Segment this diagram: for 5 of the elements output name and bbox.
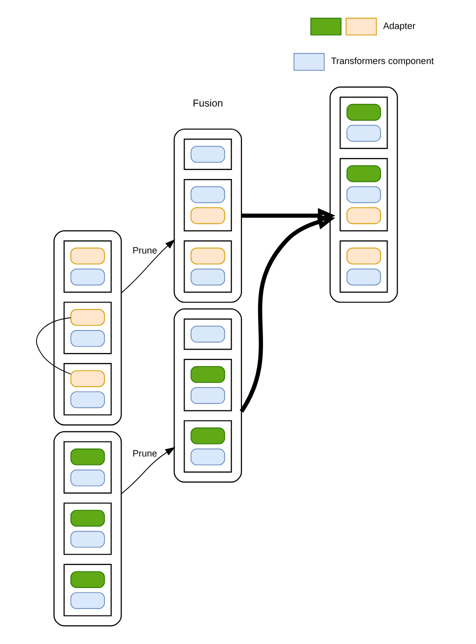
legend-label: Adapter (382, 20, 415, 31)
edge-label: Prune (132, 448, 157, 459)
edge-label: Prune (132, 245, 157, 256)
legend-label: Transformers component (330, 56, 434, 66)
label: Fusion (192, 98, 222, 110)
